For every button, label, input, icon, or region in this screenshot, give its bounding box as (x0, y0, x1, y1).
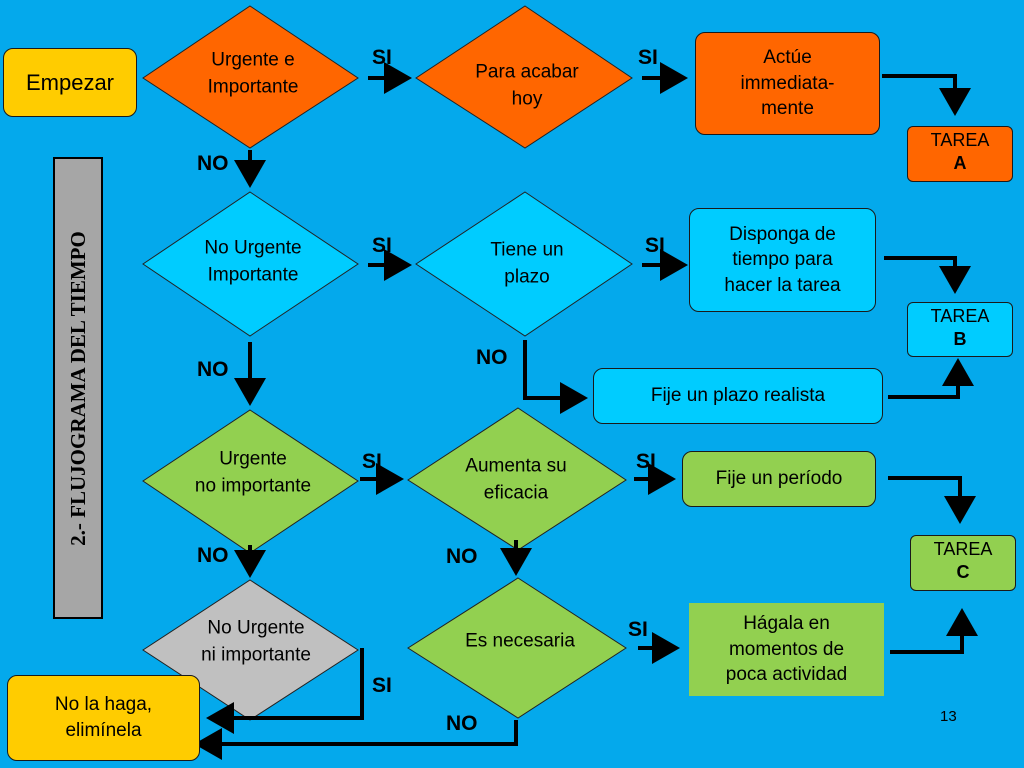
arrow-actue-to-tarea-a (882, 74, 971, 116)
side-title-text: 2.- FLUJOGRAMA DEL TIEMPO (65, 230, 90, 546)
diamond-text-no-urgente-importante: No Urgente Importante (204, 237, 302, 285)
diamond-text-no-urgente-ni-importante: No Urgente ni importante (201, 617, 311, 665)
box-fije-plazo-realista: Fije un plazo realista (593, 368, 883, 424)
diamond-text-urgente-importante: Urgente e Importante (207, 49, 299, 97)
start-text: Empezar (25, 69, 115, 95)
box-no-la-haga: No la haga, elimínela (7, 675, 200, 761)
arrow-disponga-to-tarea-b (884, 256, 971, 294)
box-hagala: Hágala en momentos de poca actividad (689, 603, 884, 696)
label-si-row1-a: SI (372, 46, 392, 69)
diamond-urgente-importante (142, 5, 359, 149)
label-no-row2: NO (197, 358, 229, 381)
box-disponga-de-tiempo: Disponga de tiempo para hacer la tarea (689, 208, 876, 312)
tarea-a-letter: A (953, 152, 967, 173)
label-si-row4: SI (628, 618, 648, 641)
label-si-row3-b: SI (636, 450, 656, 473)
box-fije-periodo: Fije un período (682, 451, 876, 507)
label-si-row2-b: SI (645, 234, 665, 257)
label-si-row2-a: SI (372, 234, 392, 257)
tarea-b-word: TAREA (930, 306, 990, 326)
label-no-plazo: NO (476, 346, 508, 369)
diamond-text-es-necesaria: Es necesaria (465, 630, 575, 652)
arrow-no-eliminar (194, 720, 518, 760)
label-no-row1: NO (197, 152, 229, 175)
label-si-row3-a: SI (362, 450, 382, 473)
label-no-row3: NO (197, 544, 229, 567)
arrow-periodo-to-tarea-c (888, 476, 976, 524)
tarea-b-box: TAREA B (907, 302, 1013, 357)
diamond-no-urgente-importante (142, 191, 359, 337)
start-box: Empezar (3, 48, 137, 117)
tarea-c-letter: C (956, 561, 970, 582)
tarea-a-word: TAREA (930, 130, 990, 150)
diamond-text-tiene-un-plazo: Tiene un plazo (490, 239, 564, 287)
box-actue-inmediatamente: Actúe immediata- mente (695, 32, 880, 135)
diamond-text-para-acabar-hoy: Para acabar hoy (475, 61, 579, 109)
arrow-si-eliminar (206, 648, 364, 734)
label-no-eficacia: NO (446, 545, 478, 568)
tarea-c-box: TAREA C (910, 535, 1016, 591)
arrow-hagala-to-tarea-c (890, 608, 978, 654)
arrow-plazo-to-tarea-b (888, 358, 974, 399)
diamond-es-necesaria (407, 577, 627, 719)
tarea-c-word: TAREA (933, 539, 993, 559)
diamond-text-aumenta-su-eficacia: Aumenta su eficacia (465, 455, 567, 503)
diamond-para-acabar-hoy (415, 5, 633, 149)
page-number: 13 (940, 708, 957, 725)
arrow-no-plazo (523, 340, 588, 414)
diamond-text-urgente-no-importante: Urgente no importante (194, 448, 312, 496)
side-title-panel: 2.- FLUJOGRAMA DEL TIEMPO (53, 157, 103, 619)
label-si-eliminar: SI (372, 674, 392, 697)
label-no-eliminar: NO (446, 712, 478, 735)
label-si-row1-b: SI (638, 46, 658, 69)
tarea-b-letter: B (953, 328, 967, 349)
tarea-a-box: TAREA A (907, 126, 1013, 182)
diamond-tiene-un-plazo (415, 191, 633, 337)
